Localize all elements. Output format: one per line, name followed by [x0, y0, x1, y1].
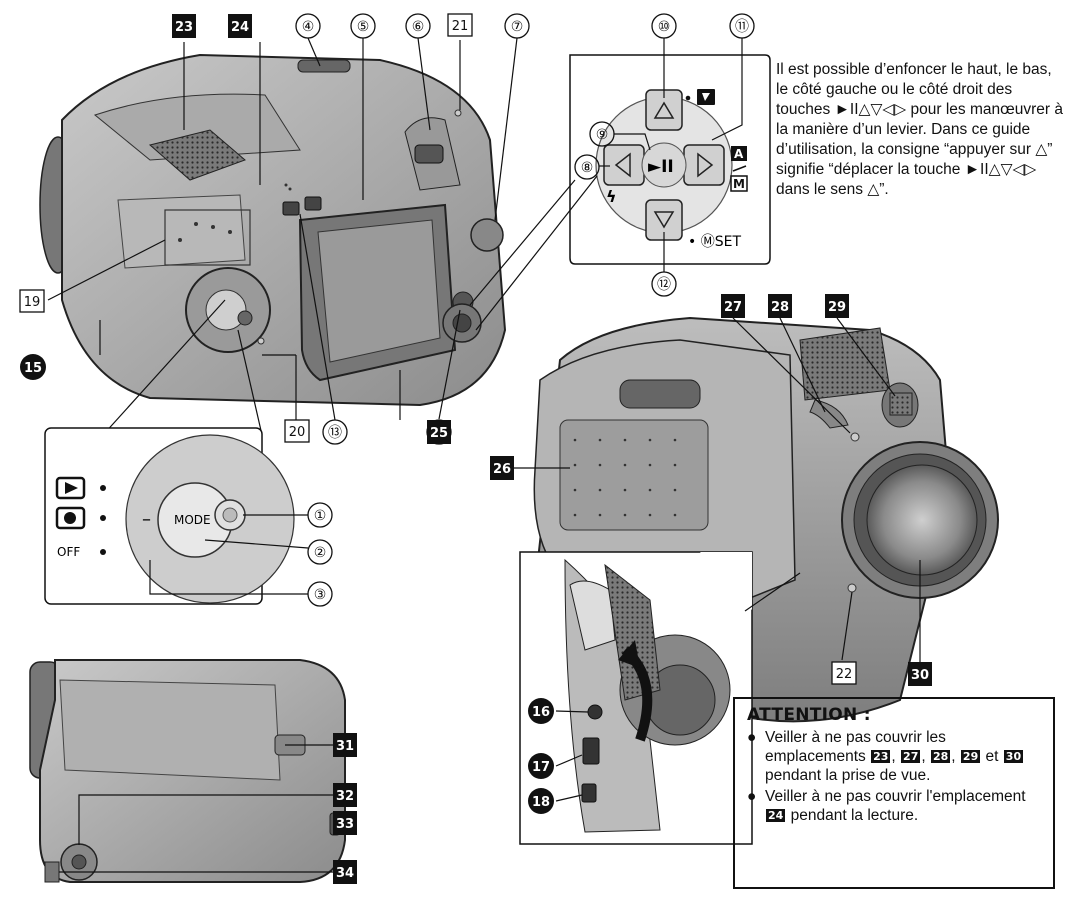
- record-mode-icon: [55, 506, 106, 530]
- outlined-square-callouts: 19 20 21 22: [19, 13, 857, 685]
- manual-label: M: [733, 177, 745, 191]
- callout-16: 16: [532, 705, 550, 720]
- callout-23: 23: [175, 20, 193, 35]
- mode-dial-inset: MODE – OFF: [44, 427, 309, 605]
- callout-5: ⑤: [357, 19, 370, 35]
- callout-30: 30: [911, 668, 929, 683]
- callout-33: 33: [336, 817, 354, 832]
- callout-19: 19: [24, 295, 41, 310]
- callout-11: ⑪: [735, 19, 749, 35]
- callout-20: 20: [289, 425, 306, 440]
- attention-box: ATTENTION : ● Veiller à ne pas couvrir l…: [733, 697, 1055, 889]
- callout-17: 17: [532, 760, 550, 775]
- auto-manual-icon: A M: [730, 146, 748, 192]
- callout-27: 27: [724, 300, 742, 315]
- callout-34: 34: [336, 866, 354, 881]
- bullet-icon: ●: [747, 729, 757, 746]
- playback-mode-icon: [55, 476, 106, 500]
- callout-12: ⑫: [657, 277, 671, 293]
- leader-lines-1: [47, 37, 518, 436]
- backlight-icon: [685, 89, 715, 105]
- callout-9: ⑨: [596, 127, 609, 143]
- attention-item-2: ● Veiller à ne pas couvrir l'emplacement…: [747, 788, 1026, 824]
- callout-29: 29: [828, 300, 846, 315]
- dial-dash: –: [142, 509, 151, 530]
- filled-callouts: 15 16 17 18: [20, 354, 554, 814]
- off-label: OFF: [57, 545, 80, 559]
- attention-item-1: ● Veiller à ne pas couvrir les emplaceme…: [747, 729, 1024, 784]
- pad-up-button[interactable]: [645, 89, 683, 131]
- camera-bottom-view: [29, 659, 346, 883]
- set-label: • ⓂSET: [688, 234, 741, 250]
- attention-title: ATTENTION :: [747, 705, 871, 725]
- callout-32: 32: [336, 789, 354, 804]
- callout-31: 31: [336, 739, 354, 754]
- callout-10: ⑩: [658, 19, 671, 35]
- mode-label: MODE: [174, 513, 211, 527]
- callout-13: ⑬: [328, 425, 342, 441]
- filled-square-callouts: 23 24 25 26 27 28 29 30 31 32 33 34: [172, 14, 932, 884]
- lever-note: Il est possible d’enfoncer le haut, le b…: [776, 61, 1064, 198]
- jack-inset: [519, 551, 801, 845]
- callout-26: 26: [493, 462, 511, 477]
- callout-1: ①: [314, 508, 327, 524]
- bullet-icon: ●: [747, 788, 757, 805]
- callout-8: ⑧: [581, 160, 594, 176]
- pad-left-button[interactable]: [603, 144, 645, 186]
- pad-right-button[interactable]: [683, 144, 725, 186]
- callout-7: ⑦: [511, 19, 524, 35]
- camera-rear-view: [39, 53, 507, 407]
- auto-label: A: [734, 147, 744, 161]
- callout-2: ②: [314, 545, 327, 561]
- callout-4: ④: [302, 19, 315, 35]
- callout-22: 22: [836, 667, 853, 682]
- callout-18: 18: [532, 795, 550, 810]
- callout-21: 21: [452, 19, 469, 34]
- callout-6: ⑥: [412, 19, 425, 35]
- control-pad-inset: ►II A M ϟ • ⓂSET: [469, 38, 771, 331]
- play-pause-label[interactable]: ►II: [648, 157, 674, 177]
- callout-3: ③: [314, 587, 327, 603]
- callout-24: 24: [231, 20, 249, 35]
- callout-15: 15: [24, 361, 42, 376]
- flash-icon: ϟ: [606, 187, 617, 206]
- callout-25: 25: [430, 426, 448, 441]
- callout-28: 28: [771, 300, 789, 315]
